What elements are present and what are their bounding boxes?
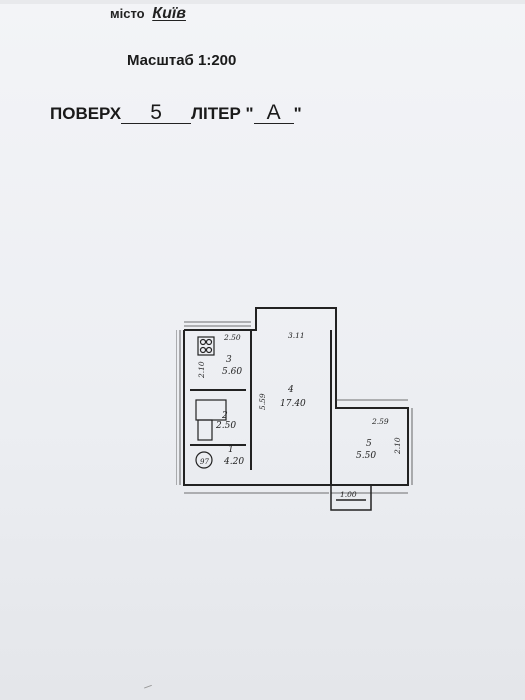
floor-plan: 3 5.60 4 17.40 2 2.50 1 4.20 5 5.50 97 2… [176, 307, 413, 511]
room-3-id: 3 [226, 355, 232, 365]
liter-quote-close: " [293, 104, 302, 123]
liter-quote-open: " [245, 104, 254, 123]
room-1-id: 1 [228, 445, 234, 455]
dim-6: 2.10 [393, 437, 402, 455]
room-2-area: 2.50 [215, 421, 236, 431]
room-3-area: 5.60 [222, 367, 242, 377]
scale-text: Масштаб 1:200 [127, 52, 237, 69]
room-1-area: 4.20 [223, 457, 244, 467]
wall-outline-top [184, 307, 337, 331]
room-2-id: 2 [221, 411, 228, 421]
floor-value: 5 [121, 102, 192, 124]
dimension-labels: 2.50 3.11 2.10 5.59 2.59 2.10 1.00 [197, 331, 402, 499]
fixtures [195, 336, 227, 469]
circle-mark [195, 451, 213, 469]
dim-1: 2.50 [223, 333, 241, 342]
liter-value: А [253, 102, 294, 124]
city-value: Київ [152, 5, 186, 22]
wall-outline-right [329, 330, 409, 486]
room-labels: 3 5.60 4 17.40 2 2.50 1 4.20 5 5.50 97 [200, 355, 376, 467]
page-mark [144, 684, 154, 695]
dim-7: 1.00 [340, 490, 357, 499]
room-5-area: 5.50 [356, 451, 376, 461]
wall-outline-left [183, 330, 329, 486]
room-4-id: 4 [287, 385, 294, 395]
plan-walls [183, 307, 409, 486]
room-4-area: 17.40 [280, 399, 306, 409]
dim-4: 5.59 [258, 393, 267, 410]
balcony [330, 485, 372, 511]
dim-5: 2.59 [371, 417, 389, 426]
circle-mark-label: 97 [200, 458, 209, 466]
room-5-id: 5 [366, 439, 372, 449]
wall-hatching [176, 321, 413, 494]
floor-label: ПОВЕРХ [50, 104, 122, 123]
city-line: місто Київ [110, 5, 186, 23]
city-label: місто [110, 6, 145, 21]
liter-label: ЛІТЕР [191, 104, 241, 123]
page-top-edge [0, 0, 525, 4]
sink-icon [197, 419, 213, 441]
stove-icon [197, 336, 215, 356]
dim-2: 3.11 [288, 331, 305, 340]
dim-3: 2.10 [197, 361, 206, 379]
